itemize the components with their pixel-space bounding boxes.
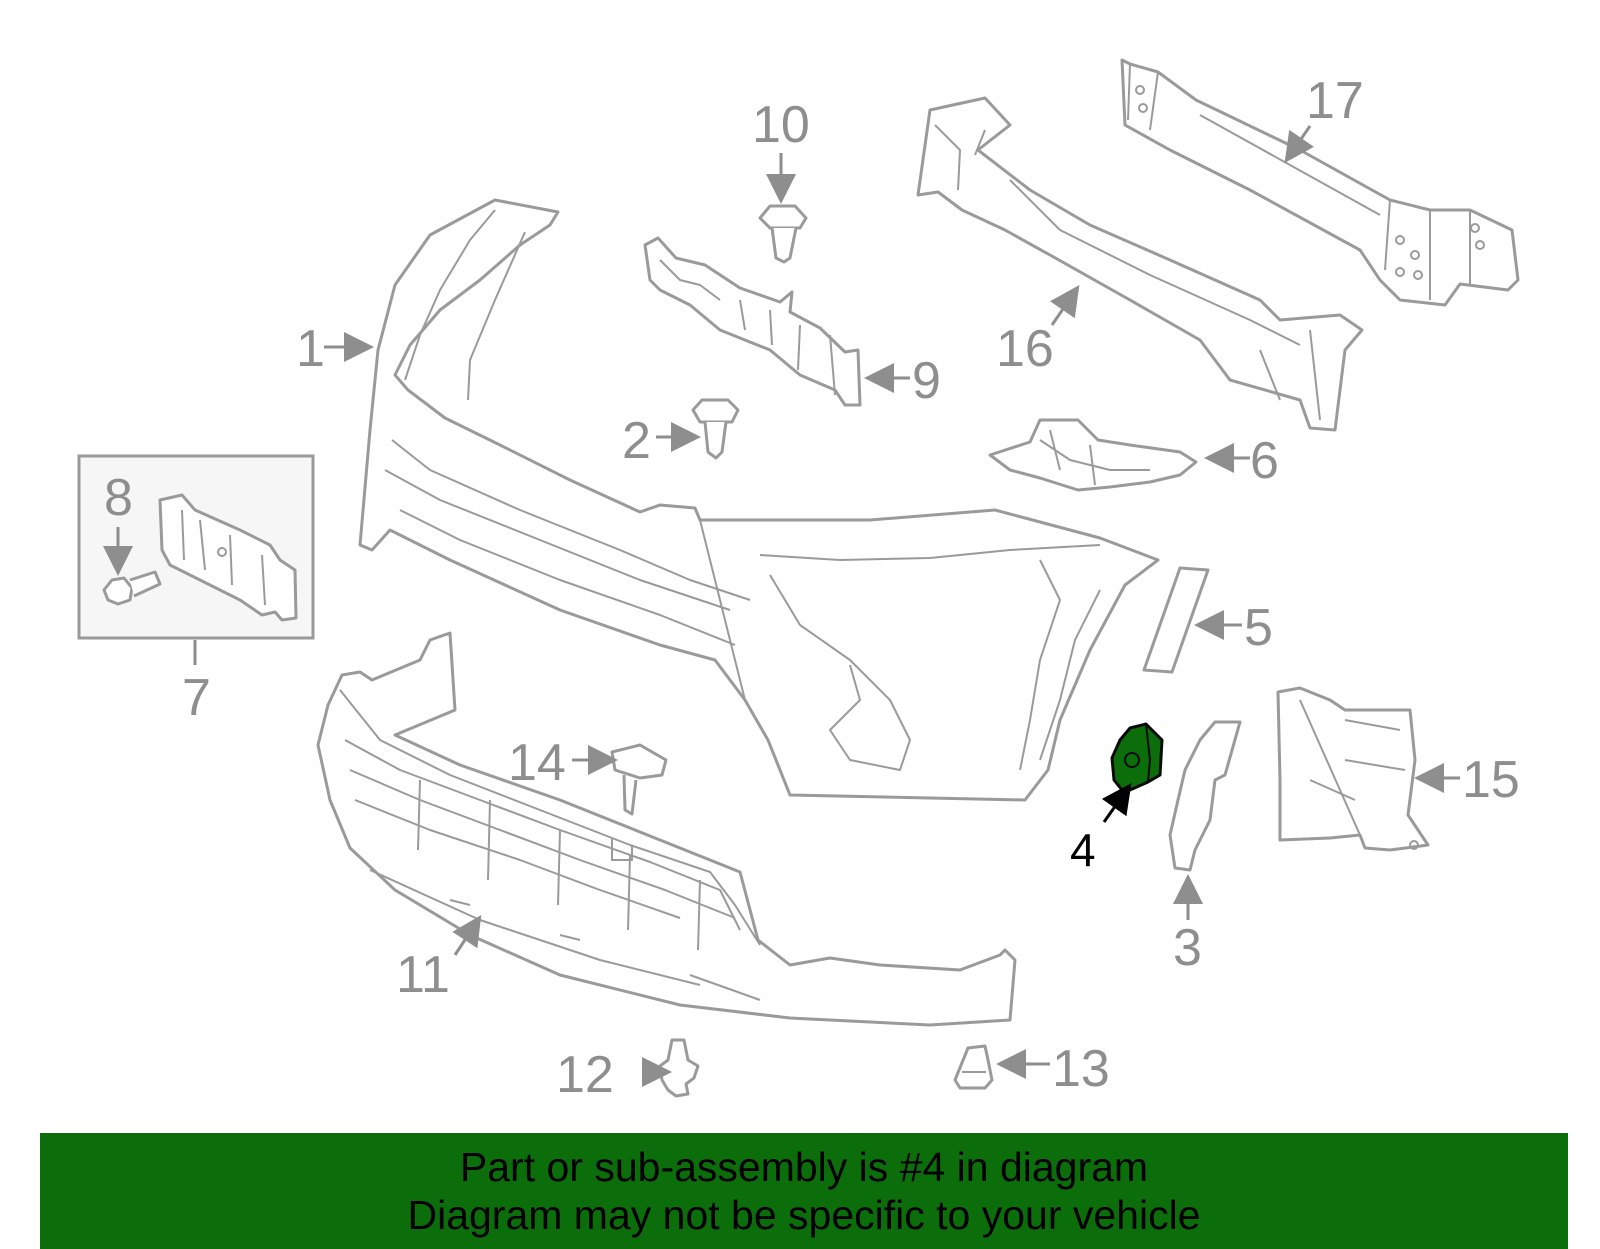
part-2-clip <box>691 398 740 460</box>
part-17-reinforcement <box>1120 58 1520 307</box>
part-10-clip <box>758 204 808 264</box>
part-3-retainer <box>1168 720 1242 872</box>
part-6-bracket <box>988 418 1198 492</box>
callout-3: 3 <box>1173 919 1202 977</box>
part-13-nut-clip <box>953 1044 994 1090</box>
callout-10: 10 <box>752 96 810 154</box>
callout-17: 17 <box>1306 72 1364 130</box>
callout-15: 15 <box>1462 751 1520 809</box>
footer-line-2: Diagram may not be specific to your vehi… <box>407 1192 1201 1238</box>
leader-lines <box>103 125 1460 1087</box>
part-16-absorber <box>916 96 1364 432</box>
callout-7: 7 <box>182 669 211 727</box>
part-15-side-support <box>1276 686 1430 852</box>
part-5-strip <box>1142 566 1210 674</box>
callout-2: 2 <box>622 412 651 470</box>
callout-labels: 1 2 3 4 5 6 7 8 9 10 11 12 13 14 15 16 1… <box>104 72 1520 1104</box>
callout-12: 12 <box>556 1046 614 1104</box>
part-8-bolt <box>102 570 162 606</box>
part-9-retainer <box>643 236 862 407</box>
part-1-bumper-cover <box>358 198 1160 802</box>
callout-8: 8 <box>104 469 133 527</box>
part-4-highlighted-bracket <box>1110 722 1164 792</box>
callout-9: 9 <box>912 352 941 410</box>
callout-4: 4 <box>1070 824 1096 876</box>
callout-5: 5 <box>1244 599 1273 657</box>
callout-1: 1 <box>296 320 325 378</box>
callout-13: 13 <box>1052 1040 1110 1098</box>
part-11-lower-grille <box>316 631 1017 1027</box>
part-12-pushpin <box>658 1038 700 1098</box>
part-14-clip <box>610 743 668 816</box>
callout-16: 16 <box>996 320 1054 378</box>
parts-diagram: 1 2 3 4 5 6 7 8 9 10 11 12 13 14 15 16 1… <box>77 58 1520 1104</box>
callout-14: 14 <box>508 734 566 792</box>
callout-11: 11 <box>396 946 450 1004</box>
footer-banner: Part or sub-assembly is #4 in diagram Di… <box>40 1133 1568 1249</box>
footer-line-1: Part or sub-assembly is #4 in diagram <box>459 1144 1149 1190</box>
callout-6: 6 <box>1250 432 1279 490</box>
